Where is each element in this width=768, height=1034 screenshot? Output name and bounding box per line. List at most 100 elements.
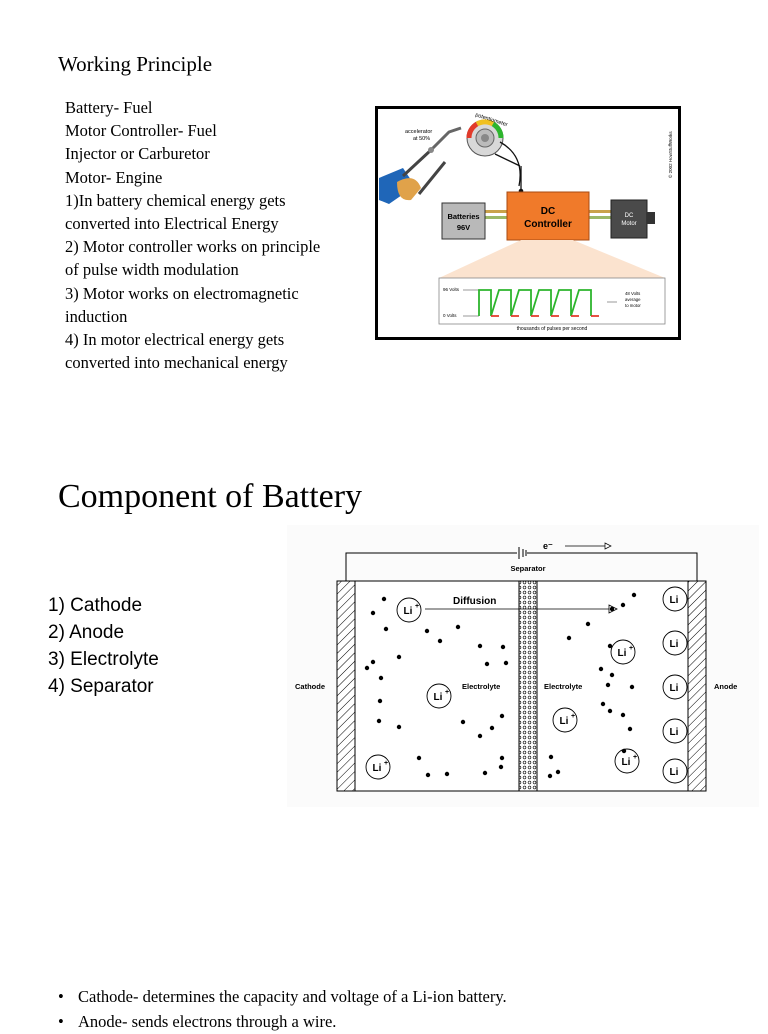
electron-particle — [489, 725, 495, 731]
electron-particle — [566, 635, 572, 641]
electron-particle — [500, 644, 506, 650]
electron-particle — [607, 643, 613, 649]
electron-particle — [503, 660, 509, 666]
average-label-3: to motor — [625, 303, 641, 308]
bullet-text: Anode- sends electrons through a wire. — [78, 1012, 337, 1031]
electron-particle — [629, 684, 635, 690]
accelerator-label: accelerator — [405, 129, 432, 135]
electron-particle — [609, 606, 615, 612]
electron-particle — [499, 755, 505, 761]
li-ion-battery-diagram: e⁻ Separator Cathode Anode Electrolyte E… — [287, 525, 759, 807]
electron-particle — [631, 592, 637, 598]
li-ion-label: Li — [622, 757, 631, 768]
controller-label-2: Controller — [524, 219, 572, 230]
bullet-item: • Cathode- determines the capacity and vo… — [58, 984, 758, 1009]
electron-particle — [370, 610, 376, 616]
li-ion-label: Li — [434, 692, 443, 703]
electron-particle — [460, 719, 466, 725]
electron-particle — [482, 770, 488, 776]
li-ion-charge: + — [633, 754, 637, 761]
hand-on-pedal-icon — [379, 126, 462, 204]
electron-particle — [609, 672, 615, 678]
electron-particle — [484, 661, 490, 667]
electron-particle — [620, 712, 626, 718]
potentiometer-icon — [466, 119, 504, 157]
li-ion-label: Li — [373, 763, 382, 774]
li-ion-circle — [365, 754, 391, 780]
electron-particle — [383, 626, 389, 632]
electrolyte-left-label: Electrolyte — [462, 682, 500, 691]
bullet-item: •Anode- sends electrons through a wire. — [58, 1009, 758, 1034]
li-ion-charge: + — [445, 689, 449, 696]
average-label: 48 Volts — [625, 291, 640, 296]
list-item: 1) Cathode — [48, 595, 143, 616]
li-ion-circle — [662, 586, 688, 612]
text-line: 4) In motor electrical energy gets — [65, 330, 285, 350]
pot-wire-2 — [494, 153, 521, 167]
volts-high-label: 96 Volts — [443, 287, 460, 292]
electron-particle — [598, 666, 604, 672]
li-ion-circle — [662, 630, 688, 656]
cathode-plate — [336, 580, 356, 792]
bus-bar — [589, 216, 611, 219]
anode-plate — [687, 580, 707, 792]
electron-particle — [376, 718, 382, 724]
electron-particle — [605, 682, 611, 688]
text-line: Injector or Carburetor — [65, 144, 210, 164]
text-line: Motor Controller- Fuel — [65, 121, 217, 141]
text-line: 2) Motor controller works on principle — [65, 237, 321, 257]
list-item: 2) Anode — [48, 622, 125, 643]
batteries-voltage-label: 96V — [457, 223, 470, 232]
text-line: induction — [65, 306, 128, 326]
li-ion-charge: + — [384, 760, 388, 767]
batteries-block — [441, 202, 486, 240]
list-item: 3) Electrolyte — [48, 649, 159, 670]
electron-particle — [377, 698, 383, 704]
bus-bar — [485, 216, 507, 219]
electron-particle — [437, 638, 443, 644]
li-ion-charge: + — [571, 713, 575, 720]
dc-motor-block — [610, 199, 648, 239]
anode-label: Anode — [714, 682, 737, 691]
li-ion-label: Li — [560, 716, 569, 727]
electron-particle — [548, 754, 554, 760]
volts-low-label: 0 Volts — [443, 313, 457, 318]
battery-components-list: 1) Cathode 2) Anode 3) Electrolyte 4) Se… — [48, 592, 159, 700]
text-line: Battery- Fuel — [65, 98, 153, 117]
electron-particle — [555, 769, 561, 775]
electron-particle — [547, 773, 553, 779]
text-line: Motor- Engine — [65, 167, 163, 187]
li-ion-charge: + — [629, 645, 633, 652]
dc-controller-diagram: accelerator at 50% potentiometer © 2002 … — [375, 106, 681, 340]
li-ion-label: Li — [618, 648, 627, 659]
li-ion-circle — [610, 639, 636, 665]
separator-label: Separator — [510, 564, 545, 573]
li-ion-circle — [662, 674, 688, 700]
external-wire — [345, 552, 698, 581]
electron-particle — [607, 708, 613, 714]
text-line: 3) Motor works on electromagnetic — [65, 283, 299, 303]
bullet-text: Cathode- determines the capacity and vol… — [78, 987, 507, 1006]
diffusion-label: Diffusion — [453, 596, 496, 607]
li-ion-charge: + — [415, 603, 419, 610]
bullet-icon: • — [58, 987, 64, 1006]
electron-particle — [621, 748, 627, 754]
electron-particle — [627, 726, 633, 732]
callout-wedge — [439, 240, 665, 278]
electron-particle — [499, 713, 505, 719]
electron-particle — [477, 643, 483, 649]
average-label-2: average — [625, 297, 641, 302]
motor-label: DC — [625, 213, 634, 219]
electron-particle — [370, 659, 376, 665]
electron-particle — [396, 724, 402, 730]
electron-particle — [585, 621, 591, 627]
cathode-label: Cathode — [295, 682, 325, 691]
electron-particle — [396, 654, 402, 660]
li-ion-label: Li — [670, 727, 679, 738]
li-ion-circle — [552, 707, 578, 733]
electron-particle — [600, 701, 606, 707]
li-ion-circle — [662, 758, 688, 784]
li-ion-label: Li — [670, 767, 679, 778]
pot-wire — [499, 141, 521, 187]
